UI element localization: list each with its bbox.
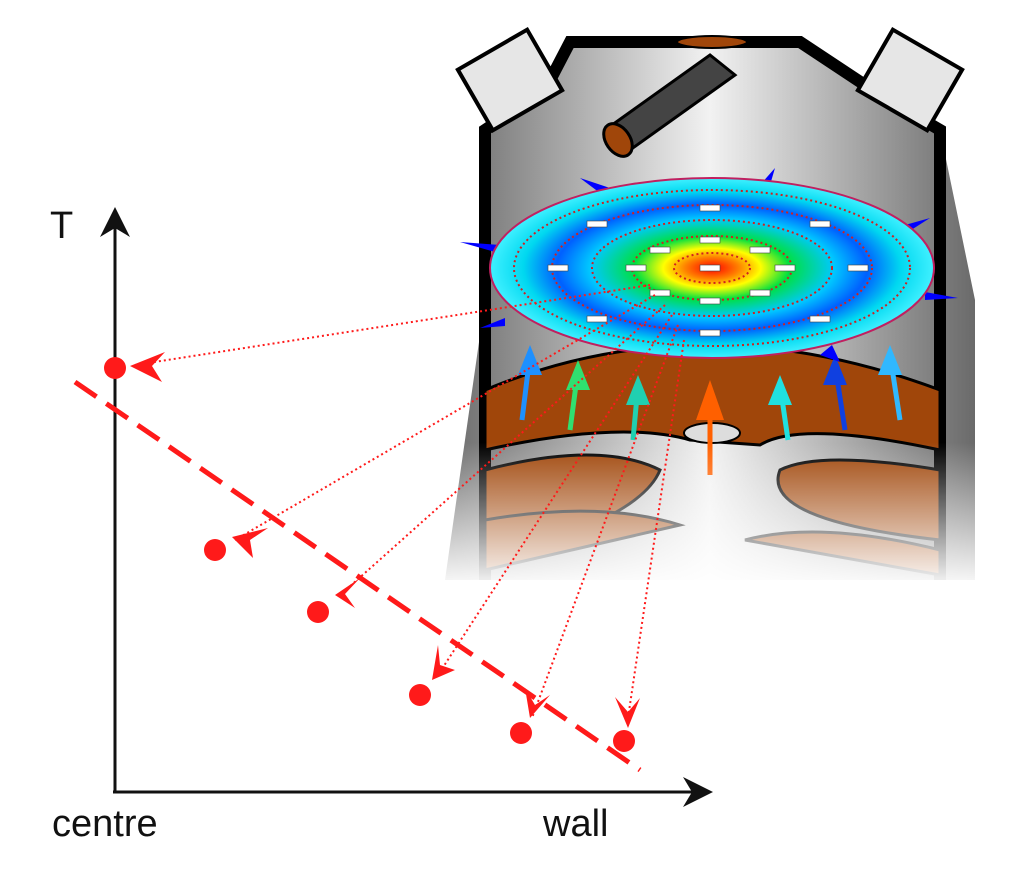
profile-point (307, 601, 329, 623)
temperature-trend-line (73, 379, 642, 773)
arrowhead-icon (525, 688, 550, 718)
x-axis-end-label: wall (543, 803, 609, 845)
projection-lines (134, 284, 685, 719)
y-axis-label: T (50, 205, 74, 247)
profile-point (104, 357, 126, 379)
x-axis-start-label: centre (52, 803, 158, 845)
profile-point (204, 539, 226, 561)
profile-point (510, 722, 532, 744)
arrowhead-icon (232, 528, 268, 558)
arrowhead-icon (130, 352, 165, 382)
profile-point (613, 730, 635, 752)
arrowhead-icon (615, 697, 640, 728)
chart-axes (100, 207, 713, 807)
arrowhead-icon (335, 578, 360, 608)
furnace-vessel (440, 0, 980, 590)
profile-points (104, 352, 640, 752)
profile-point (409, 684, 431, 706)
arrowhead-icon (432, 645, 455, 680)
